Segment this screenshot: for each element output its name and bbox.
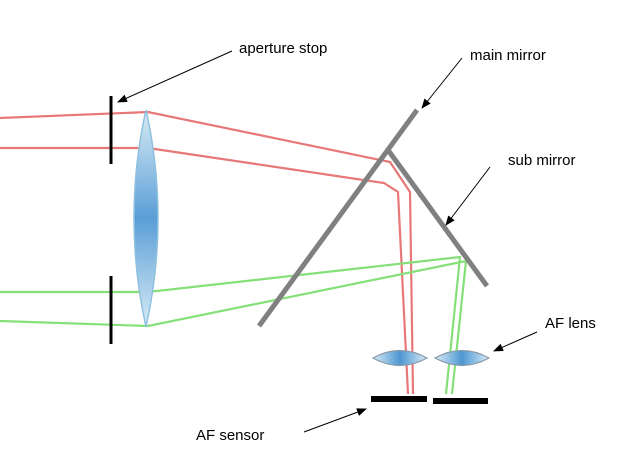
af-sensor-left [371, 396, 427, 402]
red-rays [0, 110, 415, 395]
sub-mirror [385, 148, 490, 288]
main-mirror [256, 108, 420, 328]
sub-mirror-label: sub mirror [508, 152, 576, 169]
green-ray-upper [0, 255, 462, 395]
green-rays [0, 255, 468, 395]
af-lens-arrow [493, 331, 538, 352]
af-sensor-right [433, 398, 488, 404]
aperture-stop-label: aperture stop [239, 40, 327, 57]
af-sensor-arrow [303, 408, 367, 433]
af-sensor-label: AF sensor [196, 427, 264, 444]
af-lens-left [371, 349, 429, 367]
af-lens-label: AF lens [545, 315, 596, 332]
aperture-stop-arrow [117, 50, 233, 103]
sub-mirror-arrow [445, 166, 491, 226]
main-mirror-arrow [421, 57, 463, 109]
red-ray-upper [0, 110, 415, 395]
green-ray-lower [0, 259, 468, 395]
af-lens-right [433, 349, 491, 367]
main-mirror-label: main mirror [470, 47, 546, 64]
red-ray-lower [0, 146, 410, 395]
objective-lens [133, 109, 159, 328]
